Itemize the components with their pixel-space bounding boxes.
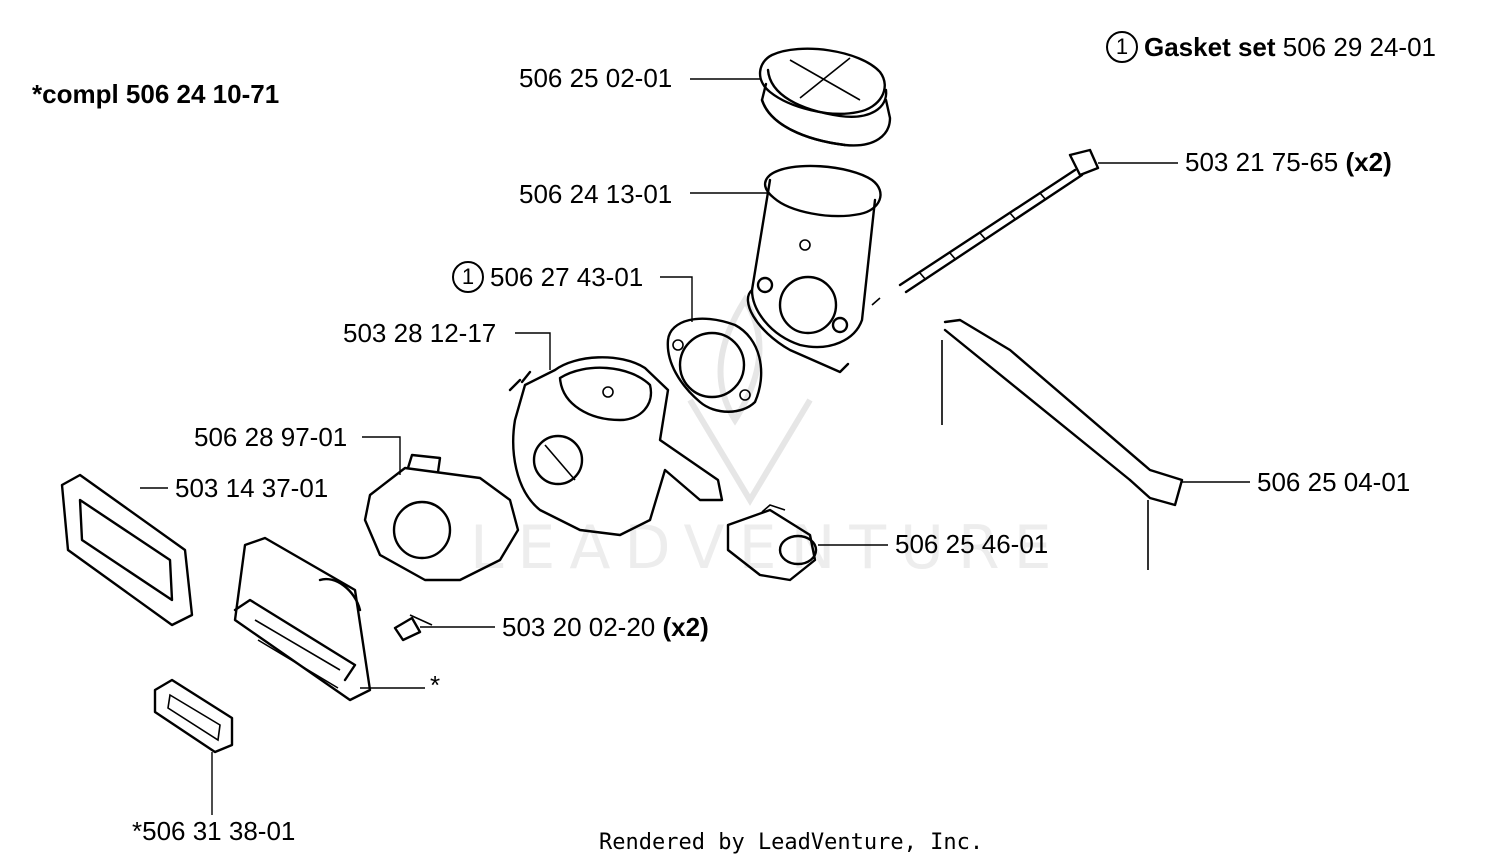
leader-lines — [140, 78, 1250, 815]
rectangular-gasket-part — [60, 473, 194, 627]
ref-1-circle: 1 — [1106, 31, 1138, 64]
part-label: *506 31 38-01 — [132, 816, 296, 846]
intake-manifold-part — [363, 453, 520, 582]
part-label: 503 14 37-01 — [175, 473, 329, 503]
gasket-set-title: Gasket set — [1144, 32, 1276, 62]
carburetor-part — [508, 356, 724, 537]
intake-adapter-part — [746, 164, 882, 374]
part-label: * — [430, 670, 441, 700]
part-label: 503 20 02-20 (x2) — [502, 612, 709, 642]
ref-1-circle: 1 — [452, 261, 484, 294]
part-label: 506 28 97-01 — [194, 422, 348, 452]
part-label: 506 25 04-01 — [1257, 467, 1411, 497]
watermark-logo — [687, 294, 813, 506]
gasket-set-number: 506 29 24-01 — [1282, 32, 1437, 62]
part-label: 506 25 46-01 — [895, 529, 1049, 559]
throttle-rod-part — [941, 318, 1184, 570]
reed-gasket-part — [153, 678, 234, 754]
part-label: 506 24 13-01 — [519, 179, 673, 209]
air-filter-part — [758, 47, 892, 147]
sleeve-part — [726, 504, 818, 582]
footer-credit: Rendered by LeadVenture, Inc. — [599, 830, 984, 855]
part-label: 506 25 02-01 — [519, 63, 673, 93]
part-label: 503 21 75-65 (x2) — [1185, 147, 1392, 177]
part-label: 503 28 12-17 — [343, 318, 497, 348]
reed-block-part — [233, 536, 372, 702]
short-screw-part — [393, 614, 433, 642]
round-gasket-part — [666, 317, 763, 413]
long-screw-part — [871, 148, 1100, 306]
compl-label: *compl 506 24 10-71 — [32, 79, 280, 109]
